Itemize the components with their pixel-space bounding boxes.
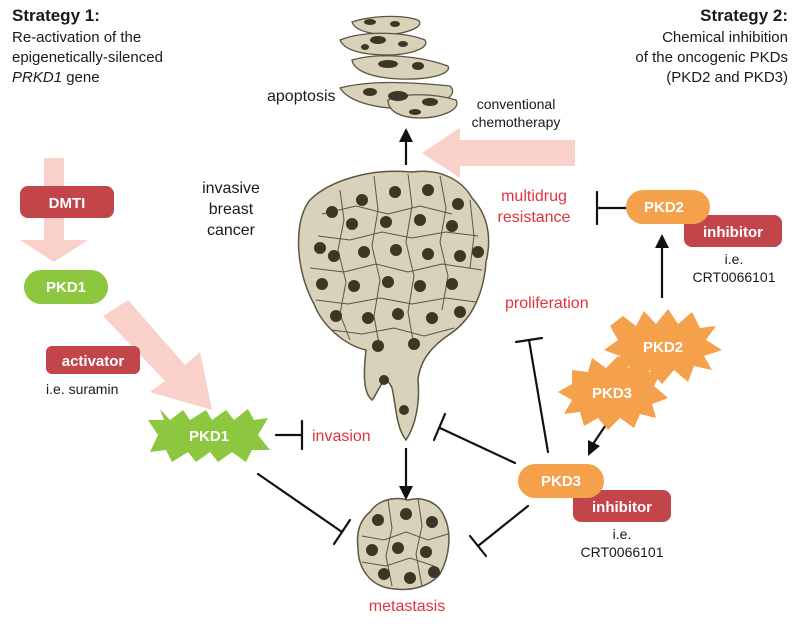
- gene-name: PRKD1: [12, 69, 63, 86]
- strategy1-line1: Re-activation of the: [12, 29, 142, 46]
- pkd3-star: PKD3: [558, 356, 668, 430]
- cancer-line2: breast: [208, 201, 254, 218]
- tumour-nuclei: [314, 184, 484, 415]
- svg-text:PKD3: PKD3: [592, 385, 632, 402]
- cancer-line1: invasive: [202, 180, 260, 197]
- inhibitor-top-ie: i.e.: [724, 251, 744, 267]
- inhibitor-top-compound: CRT0066101: [692, 269, 776, 285]
- metastasis-label: metastasis: [368, 598, 446, 615]
- svg-text:PKD1: PKD1: [46, 279, 86, 296]
- strategy2-line1: Chemical inhibition: [662, 29, 788, 46]
- inhibition-lines: [256, 190, 628, 558]
- apoptosis-label: apoptosis: [267, 88, 336, 105]
- multidrug-line2: resistance: [497, 209, 571, 226]
- invasion-label: invasion: [312, 428, 371, 445]
- svg-text:activator: activator: [62, 353, 125, 370]
- dmti-box: DMTI: [20, 186, 114, 218]
- strategy2-line3: (PKD2 and PKD3): [666, 69, 788, 86]
- arrowheads: [399, 128, 669, 500]
- chemo-line2: chemotherapy: [471, 114, 561, 130]
- apoptotic-cells: [338, 15, 458, 119]
- svg-text:PKD2: PKD2: [644, 199, 684, 216]
- pkd1-star: PKD1: [148, 409, 270, 462]
- metastasis-nuclei: [366, 508, 440, 584]
- svg-text:PKD2: PKD2: [643, 339, 683, 356]
- pkd1-to-pkd1-pink-arrow: [103, 300, 212, 410]
- cancer-line3: cancer: [206, 222, 256, 239]
- strategy2-title: Strategy 2:: [700, 6, 788, 25]
- pkd3-pill: PKD3: [518, 464, 604, 498]
- svg-text:DMTI: DMTI: [49, 195, 86, 212]
- svg-text:inhibitor: inhibitor: [703, 224, 763, 241]
- strategy1-line2: epigenetically-silenced: [12, 49, 163, 66]
- gene-suffix: gene: [62, 69, 100, 86]
- pkd1-pill: PKD1: [24, 270, 108, 304]
- svg-text:PKD3: PKD3: [541, 473, 581, 490]
- pkd2-pill: PKD2: [626, 190, 710, 224]
- apoptotic-nuclei: [361, 19, 438, 115]
- strategy1-line3: PRKD1 gene: [12, 69, 100, 87]
- inhibitor-top-box: inhibitor: [684, 215, 782, 247]
- inhibitor-bottom-box: inhibitor: [573, 490, 671, 522]
- svg-text:inhibitor: inhibitor: [592, 499, 652, 516]
- activator-example: i.e. suramin: [46, 381, 119, 397]
- chemo-line1: conventional: [476, 96, 556, 112]
- multidrug-line1: multidrug: [501, 188, 567, 205]
- strategy2-line2: of the oncogenic PKDs: [635, 49, 788, 66]
- inhibitor-bottom-ie: i.e.: [612, 526, 632, 542]
- inhibitor-bottom-compound: CRT0066101: [580, 544, 664, 560]
- chemotherapy-arrow: [422, 128, 575, 178]
- tumour-cell-borders: [309, 173, 483, 351]
- proliferation-label: proliferation: [505, 295, 589, 312]
- strategy1-title: Strategy 1:: [12, 6, 100, 25]
- svg-text:PKD1: PKD1: [189, 428, 229, 445]
- activator-box: activator: [46, 346, 140, 374]
